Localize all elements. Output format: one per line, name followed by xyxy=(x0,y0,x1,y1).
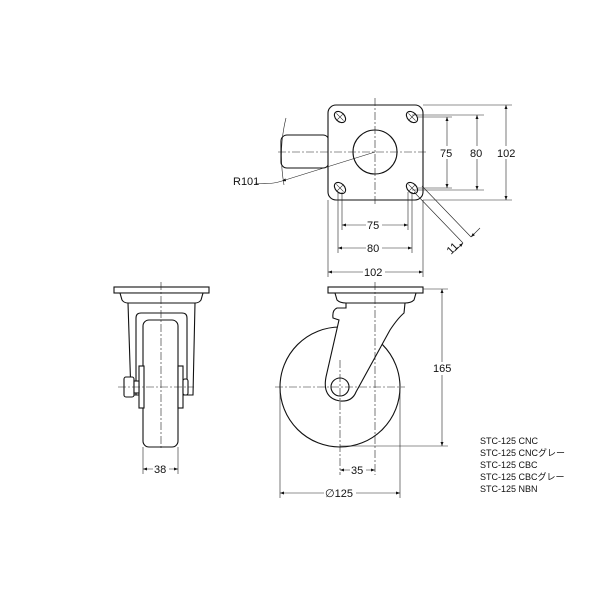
model-item: STC-125 CNC xyxy=(480,436,539,446)
dim-125-diameter: ∅125 xyxy=(325,488,353,500)
swivel-stem xyxy=(280,134,330,169)
model-item: STC-125 CBC xyxy=(480,460,538,470)
radius-label: R101 xyxy=(233,176,259,188)
dim-80-vertical: 80 xyxy=(470,148,482,160)
top-plate xyxy=(327,104,424,201)
dim-35-offset: 35 xyxy=(351,465,363,477)
side-view: 38 xyxy=(113,282,210,476)
dim-165-height: 165 xyxy=(433,363,451,375)
model-item: STC-125 CBCグレー xyxy=(480,471,565,482)
dim-38-wheel-width: 38 xyxy=(154,464,166,476)
dim-80-horizontal: 80 xyxy=(367,243,379,255)
top-view: R101 75 80 102 75 80 102 xyxy=(233,98,516,279)
dim-102-horizontal: 102 xyxy=(364,267,382,279)
dim-102-vertical: 102 xyxy=(497,148,515,160)
model-item: STC-125 NBN xyxy=(480,484,538,494)
dim-75-horizontal: 75 xyxy=(367,220,379,232)
model-item: STC-125 CNCグレー xyxy=(480,447,565,458)
model-list: STC-125 CNC STC-125 CNCグレー STC-125 CBC S… xyxy=(480,436,565,494)
front-view: 165 35 ∅125 xyxy=(275,282,454,500)
dim-11-slot: 11 xyxy=(445,241,462,258)
dim-75-vertical: 75 xyxy=(440,148,452,160)
